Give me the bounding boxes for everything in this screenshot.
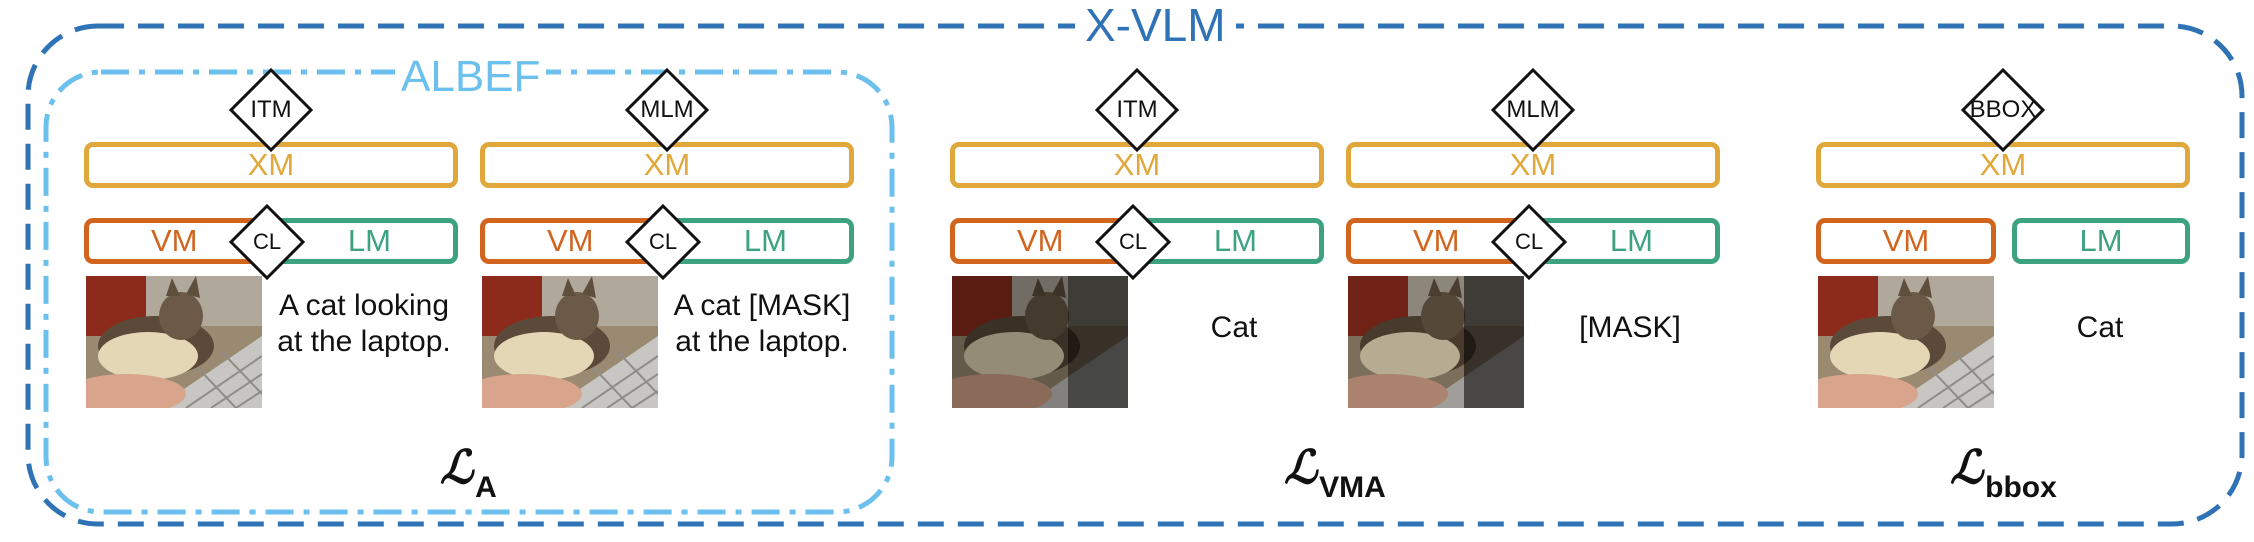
cl-node-2-label: CL xyxy=(648,229,678,254)
loss-vma-symbol: ℒ xyxy=(1284,440,1318,494)
cat-image-1 xyxy=(86,276,262,408)
mlm-head-4: MLM xyxy=(1491,68,1575,152)
caption-5: Cat xyxy=(2076,311,2124,344)
bbox-head-5-label: BBOX xyxy=(1969,96,2037,123)
xvlm-title: X-VLM xyxy=(1075,0,1236,52)
loss-vma-subscript: VMA xyxy=(1319,471,1386,504)
loss-bbox-subscript: bbox xyxy=(1985,471,2057,504)
itm-head-1: ITM xyxy=(229,68,313,152)
caption-4: [MASK] xyxy=(1579,311,1681,344)
cl-node-3: CL xyxy=(1095,204,1171,280)
loss-bbox: ℒbbox xyxy=(1950,440,2057,505)
loss-bbox-symbol: ℒ xyxy=(1950,440,1984,494)
cl-node-2: CL xyxy=(625,204,701,280)
caption-3: Cat xyxy=(1210,311,1258,344)
mlm-head-2-label: MLM xyxy=(640,96,694,123)
cl-node-4: CL xyxy=(1491,204,1567,280)
itm-head-3: ITM xyxy=(1095,68,1179,152)
cl-node-4-label: CL xyxy=(1514,229,1544,254)
xvlm-outer-frame xyxy=(25,23,2245,527)
mlm-head-4-label: MLM xyxy=(1506,96,1560,123)
vm-box-1: VM xyxy=(84,218,264,264)
cl-node-3-label: CL xyxy=(1118,229,1148,254)
albef-title: ALBEF xyxy=(395,52,547,102)
loss-vma: ℒVMA xyxy=(1284,440,1386,505)
lm-box-5: LM xyxy=(2012,218,2190,264)
bbox-head-5: BBOX xyxy=(1961,68,2045,152)
vm-box-5: VM xyxy=(1816,218,1996,264)
cat-image-5 xyxy=(1818,276,1994,408)
loss-a-symbol: ℒ xyxy=(440,440,474,494)
mlm-head-2: MLM xyxy=(625,68,709,152)
cl-node-1: CL xyxy=(229,204,305,280)
cat-image-2 xyxy=(482,276,658,408)
itm-head-3-label: ITM xyxy=(1116,96,1158,123)
loss-a: ℒA xyxy=(440,440,497,505)
cl-node-1-label: CL xyxy=(252,229,282,254)
cat-region-image-4 xyxy=(1348,276,1524,408)
cat-region-image-3 xyxy=(952,276,1128,408)
caption-1: A cat looking at the laptop. xyxy=(277,289,451,358)
itm-head-1-label: ITM xyxy=(250,96,292,123)
caption-2: A cat [MASK] at the laptop. xyxy=(673,289,851,358)
loss-a-subscript: A xyxy=(475,471,497,504)
